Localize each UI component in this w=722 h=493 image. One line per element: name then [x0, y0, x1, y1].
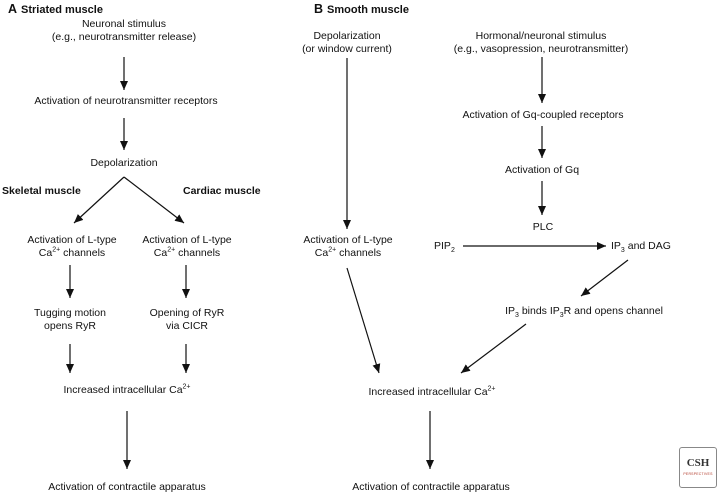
activation-receptors-node: Activation of neurotransmitter receptors	[34, 95, 218, 107]
opening-ryr-node: Opening of RyR via CICR	[150, 307, 225, 333]
neuronal-stimulus-line1: Neuronal stimulus	[81, 18, 167, 30]
pip2-base: PIP	[434, 240, 451, 252]
logo-subtext: PERSPECTIVES	[683, 472, 713, 476]
panel-a-title: Striated muscle	[21, 4, 103, 16]
tugging-line1: Tugging motion	[34, 307, 106, 319]
ip3-binds-b: binds IP	[518, 305, 560, 317]
a-increased-ca-node: Increased intracellular Ca2+	[63, 384, 190, 397]
b-increased-ca-text: Increased intracellular Ca	[368, 386, 488, 398]
cardiac-muscle-title: Cardiac muscle	[183, 185, 261, 197]
skeletal-ca-base: Ca	[38, 247, 53, 259]
a-increased-ca-text: Increased intracellular Ca	[63, 384, 183, 396]
arrow-depolarization-to-cardiac	[123, 176, 185, 224]
neuronal-stimulus-node: Neuronal stimulus (e.g., neurotransmitte…	[52, 18, 196, 44]
gq-node: Activation of Gq	[504, 164, 580, 176]
b-increased-ca-charge: 2+	[487, 385, 496, 393]
b-ltype-line2: channels	[339, 247, 382, 259]
b-ltype-ca-base: Ca	[314, 247, 329, 259]
skeletal-ltype-line2: channels	[63, 247, 106, 259]
b-ltype-node: Activation of L-type Ca2+ channels	[303, 234, 392, 260]
opening-ryr-line1: Opening of RyR	[149, 307, 225, 319]
cardiac-ca-charge: 2+	[167, 246, 176, 254]
b-contractile-node: Activation of contractile apparatus	[352, 481, 510, 493]
panel-b-letter: B	[314, 2, 324, 16]
ip3-binds-node: IP3 binds IP3R and opens channel	[505, 305, 663, 320]
opening-ryr-line2: via CICR	[165, 320, 208, 332]
arrow-binds-to-ca	[460, 323, 527, 374]
arrow-b-ltype-to-ca	[346, 267, 381, 374]
logo-text: CSH	[686, 457, 710, 469]
gq-receptors-node: Activation of Gq-coupled receptors	[462, 109, 624, 121]
skeletal-ca-charge: 2+	[52, 246, 61, 254]
cardiac-ltype-node: Activation of L-type Ca2+ channels	[142, 234, 231, 260]
b-depolarization-node: Depolarization (or window current)	[302, 30, 392, 56]
neuronal-stimulus-line2: (e.g., neurotransmitter release)	[51, 31, 197, 43]
tugging-motion-node: Tugging motion opens RyR	[34, 307, 106, 333]
csh-perspectives-logo: CSH PERSPECTIVES	[679, 447, 717, 488]
a-contractile-node: Activation of contractile apparatus	[48, 481, 206, 493]
cardiac-ltype-line1: Activation of L-type	[142, 234, 232, 246]
skeletal-muscle-title: Skeletal muscle	[2, 185, 81, 197]
tugging-line2: opens RyR	[44, 320, 96, 332]
skeletal-ltype-node: Activation of L-type Ca2+ channels	[27, 234, 116, 260]
hormonal-stimulus-node: Hormonal/neuronal stimulus (e.g., vasopr…	[454, 30, 629, 56]
ip3-rest: and DAG	[624, 240, 671, 252]
panel-a-letter: A	[8, 2, 18, 16]
ip3-binds-sub1: 3	[515, 312, 519, 320]
hormonal-line2: (e.g., vasopression, neurotransmitter)	[453, 43, 629, 55]
pip2-sub: 2	[450, 247, 455, 255]
b-ltype-line1: Activation of L-type	[303, 234, 393, 246]
ip3-binds-a: IP	[505, 305, 515, 317]
a-increased-ca-charge: 2+	[182, 383, 191, 391]
ip3-dag-node: IP3 and DAG	[611, 240, 671, 255]
b-ltype-ca-charge: 2+	[328, 246, 337, 254]
skeletal-ltype-line1: Activation of L-type	[27, 234, 117, 246]
b-increased-ca-node: Increased intracellular Ca2+	[368, 386, 495, 399]
pip2-node: PIP2	[434, 240, 455, 255]
cardiac-ltype-line2: channels	[178, 247, 221, 259]
arrow-depolarization-to-skeletal	[73, 176, 125, 224]
ip3-binds-sub2: 3	[559, 312, 564, 320]
ip3-binds-c: R and opens channel	[563, 305, 663, 317]
plc-node: PLC	[532, 221, 554, 233]
b-depolarization-line1: Depolarization	[313, 30, 381, 42]
panel-b-title: Smooth muscle	[327, 4, 409, 16]
cardiac-ca-base: Ca	[153, 247, 168, 259]
ip3-sub: 3	[620, 247, 625, 255]
arrow-ip3-dag-to-binds	[580, 259, 629, 297]
ip3-base: IP	[611, 240, 621, 252]
hormonal-line1: Hormonal/neuronal stimulus	[475, 30, 607, 42]
a-depolarization-node: Depolarization	[90, 157, 158, 169]
b-depolarization-line2: (or window current)	[302, 43, 392, 55]
